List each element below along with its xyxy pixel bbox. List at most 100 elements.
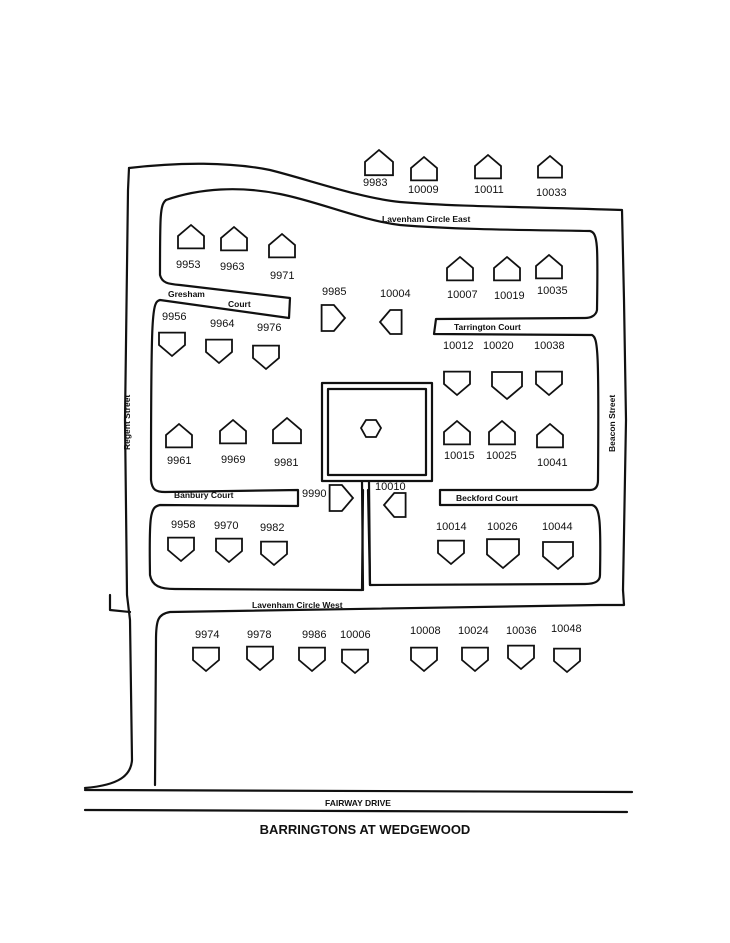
house-icon-9970: [215, 537, 243, 564]
house-number-10004: 10004: [380, 288, 411, 300]
road-inner-left-top: [148, 198, 365, 592]
house-number-10014: 10014: [436, 521, 467, 533]
house-icon-9982: [260, 540, 288, 567]
house-icon-10048: [553, 647, 581, 674]
house-icon-9981: [272, 416, 302, 445]
street-gresham: Gresham: [168, 289, 205, 299]
street-beckford: Beckford Court: [456, 493, 518, 503]
road-fairway-top: [83, 788, 634, 794]
house-icon-10011: [474, 153, 502, 180]
house-number-10020: 10020: [483, 340, 514, 352]
park-square-inner: [326, 387, 428, 477]
house-number-10008: 10008: [410, 625, 441, 637]
house-number-10019: 10019: [494, 290, 525, 302]
houses: 9983 10009 10011 10033 9953 9963 9971 10007 1001…: [158, 148, 582, 675]
house-icon-10010: [382, 492, 407, 518]
house-icon-10024: [461, 646, 489, 673]
house-icon-10033: [537, 154, 563, 179]
house-number-9958: 9958: [171, 519, 195, 531]
road-outer-left: [83, 166, 134, 790]
street-fairway: FAIRWAY DRIVE: [325, 798, 391, 808]
house-number-10011: 10011: [474, 184, 504, 196]
house-number-10026: 10026: [487, 521, 518, 533]
house-icon-10008: [410, 646, 438, 673]
house-number-10041: 10041: [537, 457, 568, 469]
house-icon-10041: [536, 422, 564, 449]
house-icon-10009: [410, 155, 438, 182]
road-inner-top: [164, 188, 602, 587]
house-icon-9974: [192, 646, 220, 673]
house-number-9976: 9976: [257, 322, 281, 334]
house-number-10006: 10006: [340, 629, 371, 641]
house-icon-9985: [320, 304, 347, 332]
house-number-9963: 9963: [220, 261, 244, 273]
house-icon-10036: [507, 644, 535, 671]
street-labels: Lavenham Circle East Lavenham Circle Wes…: [122, 214, 617, 808]
house-number-10044: 10044: [542, 521, 573, 533]
house-number-9985: 9985: [322, 286, 346, 298]
house-number-10048: 10048: [551, 623, 582, 635]
house-icon-9953: [177, 223, 205, 250]
house-number-9953: 9953: [176, 259, 200, 271]
house-icon-9963: [220, 225, 248, 252]
house-number-9986: 9986: [302, 629, 326, 641]
house-icon-10044: [542, 541, 574, 571]
house-icon-10020: [491, 371, 523, 401]
house-number-10038: 10038: [534, 340, 565, 352]
street-gresham-court: Court: [228, 299, 251, 309]
house-number-9964: 9964: [210, 318, 234, 330]
house-icon-9986: [298, 646, 326, 673]
house-icon-9961: [165, 422, 193, 449]
house-icon-10007: [446, 255, 474, 282]
house-icon-10004: [378, 309, 403, 335]
house-icon-9976: [252, 344, 280, 371]
street-beacon: Beacon Street: [607, 395, 617, 452]
park-square-outer: [320, 381, 434, 483]
house-number-9970: 9970: [214, 520, 238, 532]
house-number-10033: 10033: [536, 187, 567, 199]
street-lavenham-west: Lavenham Circle West: [252, 600, 343, 610]
house-number-10024: 10024: [458, 625, 489, 637]
house-number-10009: 10009: [408, 184, 439, 196]
house-icon-10019: [493, 255, 521, 282]
road-park-connector: [360, 480, 372, 592]
house-number-9978: 9978: [247, 629, 271, 641]
house-number-10012: 10012: [443, 340, 474, 352]
house-number-10007: 10007: [447, 289, 478, 301]
house-icon-9956: [158, 331, 186, 358]
house-icon-9969: [219, 418, 247, 445]
house-icon-10025: [488, 419, 516, 446]
house-icon-10026: [486, 538, 520, 570]
house-number-9971: 9971: [270, 270, 294, 282]
house-icon-9983: [364, 148, 394, 177]
house-icon-10012: [443, 370, 471, 397]
house-icon-9978: [246, 645, 274, 672]
house-number-9956: 9956: [162, 311, 186, 323]
house-number-9982: 9982: [260, 522, 284, 534]
house-number-10035: 10035: [537, 285, 568, 297]
house-number-10010: 10010: [375, 481, 406, 493]
roads: [83, 162, 634, 814]
house-number-10025: 10025: [486, 450, 517, 462]
street-regent: Regent Street: [122, 395, 132, 450]
house-icon-10038: [535, 370, 563, 397]
house-icon-9971: [268, 232, 296, 259]
house-number-9981: 9981: [274, 457, 298, 469]
house-icon-9958: [167, 536, 195, 563]
house-number-9974: 9974: [195, 629, 219, 641]
house-icon-9990: [328, 484, 355, 512]
street-lavenham-east: Lavenham Circle East: [382, 214, 471, 224]
house-number-10015: 10015: [444, 450, 475, 462]
house-number-9983: 9983: [363, 177, 387, 189]
street-tarrington: Tarrington Court: [454, 322, 521, 332]
house-icon-9964: [205, 338, 233, 365]
road-fairway-bottom: [83, 808, 629, 814]
house-number-9990: 9990: [302, 488, 326, 500]
house-number-9961: 9961: [167, 455, 191, 467]
house-icon-10006: [341, 648, 369, 675]
house-number-9969: 9969: [221, 454, 245, 466]
road-lavenham-west-bottom: [108, 588, 626, 787]
road-outer-top: [127, 162, 628, 592]
map-title: BARRINGTONS AT WEDGEWOOD: [259, 822, 471, 837]
